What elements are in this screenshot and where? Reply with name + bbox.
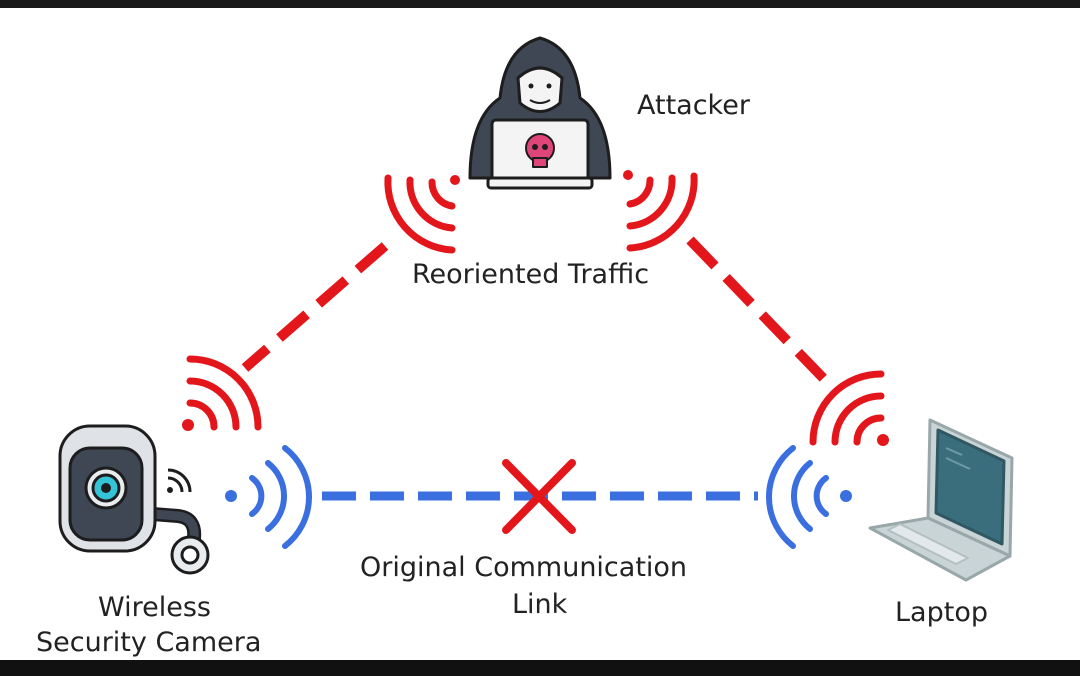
broken-link-x-icon bbox=[502, 459, 576, 534]
laptop-icon bbox=[868, 418, 1014, 582]
laptop-red-signal-icon bbox=[809, 370, 889, 446]
camera-red-signal-icon bbox=[182, 355, 262, 431]
original-link-label-line1: Original Communication bbox=[360, 552, 688, 583]
attack-path-right bbox=[686, 236, 829, 384]
security-camera-icon bbox=[58, 424, 210, 575]
attacker-signal-right-icon bbox=[623, 170, 698, 252]
laptop-blue-signal-icon bbox=[765, 445, 852, 549]
laptop-label: Laptop bbox=[895, 597, 988, 628]
attacker-icon bbox=[468, 36, 612, 190]
attacker-label: Attacker bbox=[637, 90, 750, 121]
camera-blue-signal-icon bbox=[225, 445, 313, 549]
attacker-signal-left-icon bbox=[384, 174, 460, 254]
diagram-canvas: Attacker Reoriented Traffic Original Com… bbox=[0, 8, 1080, 660]
mitm-diagram bbox=[58, 36, 1014, 582]
bottom-bar bbox=[0, 660, 1080, 676]
camera-label-line1: Wireless bbox=[98, 592, 211, 623]
original-link-label-line2: Link bbox=[512, 589, 568, 620]
reoriented-traffic-label: Reoriented Traffic bbox=[412, 259, 650, 290]
attack-path-left bbox=[241, 242, 389, 372]
camera-label-line2: Security Camera bbox=[36, 627, 262, 658]
